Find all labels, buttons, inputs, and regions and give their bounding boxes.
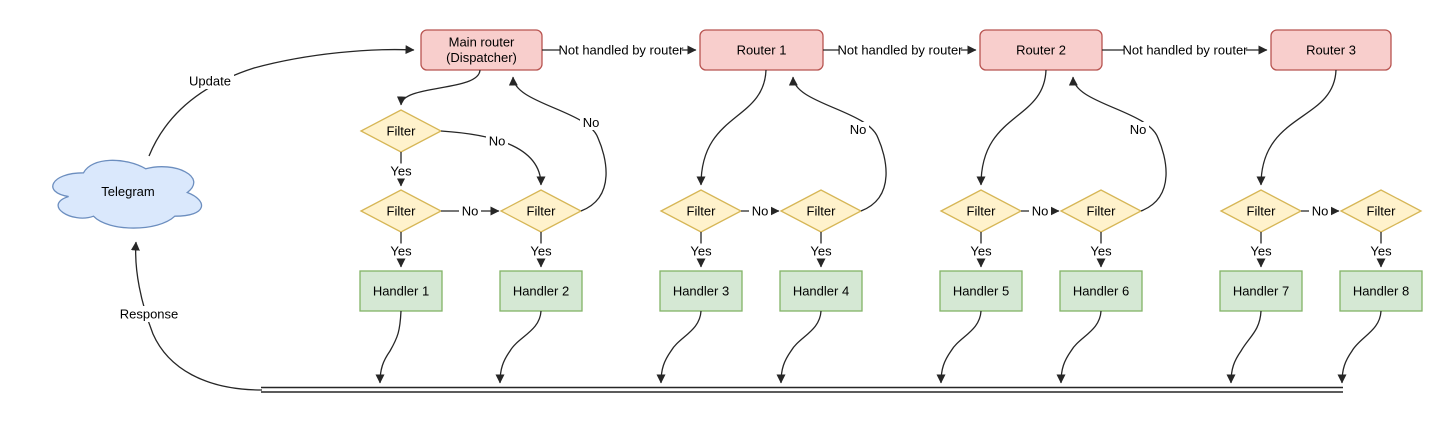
handler-7-label: Handler 7 <box>1233 284 1289 299</box>
filter-label: Filter <box>687 204 717 219</box>
handler-4-node <box>779 270 863 312</box>
filter-top-no-edge <box>440 130 546 186</box>
handler-1-node <box>359 270 443 312</box>
main-router-label-line2: (Dispatcher) <box>446 50 517 65</box>
router-1-label: Router 1 <box>737 43 787 58</box>
not-handled-label: Not handled by router <box>1122 43 1248 58</box>
telegram-cloud <box>52 159 203 229</box>
yes-label: Yes <box>390 164 412 179</box>
handler-8-drop-edge <box>1337 310 1382 384</box>
handler-1-drop-edge <box>375 310 402 384</box>
handler-5-label: Handler 5 <box>953 284 1009 299</box>
handler-3-label: Handler 3 <box>673 284 729 299</box>
yes-label: Yes <box>530 244 552 259</box>
labels: Telegram Main router (Dispatcher) Router… <box>101 35 1409 322</box>
dispatcher-to-filter-edge <box>396 69 481 106</box>
handler-3-node <box>659 270 743 312</box>
no-label: No <box>850 122 867 137</box>
no-label: No <box>583 115 600 130</box>
response-edge-label: Response <box>120 307 179 322</box>
telegram-cloud-label: Telegram <box>101 184 154 199</box>
handler-7-drop-edge <box>1226 310 1262 384</box>
handler-8-label: Handler 8 <box>1353 284 1409 299</box>
filter-label: Filter <box>387 124 417 139</box>
filter-label: Filter <box>1247 204 1277 219</box>
no-label: No <box>752 204 769 219</box>
handler-4-label: Handler 4 <box>793 284 849 299</box>
response-edge <box>130 241 263 391</box>
handler-2-node <box>499 270 583 312</box>
update-edge-label: Update <box>189 74 231 89</box>
filter-label: Filter <box>1087 204 1117 219</box>
yes-label: Yes <box>1250 244 1272 259</box>
handler-3-drop-edge <box>656 310 702 384</box>
no-label: No <box>1130 122 1147 137</box>
router-2-label: Router 2 <box>1016 43 1066 58</box>
filter-label: Filter <box>1367 204 1397 219</box>
not-handled-label: Not handled by router <box>558 43 684 58</box>
no-label: No <box>1032 204 1049 219</box>
filter-2-no-return-edge <box>508 76 607 212</box>
filter-label: Filter <box>387 204 417 219</box>
handler-2-label: Handler 2 <box>513 284 569 299</box>
not-handled-label: Not handled by router <box>837 43 963 58</box>
no-label: No <box>462 204 479 219</box>
no-label: No <box>1312 204 1329 219</box>
router-3-label: Router 3 <box>1306 43 1356 58</box>
filter-label: Filter <box>527 204 557 219</box>
handler-4-drop-edge <box>776 310 822 384</box>
router-1-to-filter-edge <box>696 69 767 186</box>
filter-label: Filter <box>807 204 837 219</box>
filter-6-no-return-edge <box>1068 76 1167 212</box>
yes-label: Yes <box>690 244 712 259</box>
handler-5-drop-edge <box>936 310 982 384</box>
filter-node-8 <box>1339 189 1423 233</box>
edge-label-backgrounds <box>118 42 1394 322</box>
no-label: No <box>489 134 506 149</box>
yes-label: Yes <box>390 244 412 259</box>
main-router-label-line1: Main router <box>449 35 515 50</box>
filter-label: Filter <box>967 204 997 219</box>
yes-label: Yes <box>810 244 832 259</box>
router-3-node <box>1270 29 1392 71</box>
handler-6-drop-edge <box>1056 310 1102 384</box>
yes-label: Yes <box>970 244 992 259</box>
router-2-to-filter-edge <box>976 69 1047 186</box>
update-edge <box>148 45 415 157</box>
yes-label: Yes <box>1090 244 1112 259</box>
handler-2-drop-edge <box>495 310 542 384</box>
filter-4-no-return-edge <box>788 76 887 212</box>
router-3-to-filter-edge <box>1256 69 1337 186</box>
handler-6-node <box>1059 270 1143 312</box>
handler-6-label: Handler 6 <box>1073 284 1129 299</box>
node-shapes <box>52 29 1423 312</box>
handler-1-label: Handler 1 <box>373 284 429 299</box>
yes-label: Yes <box>1370 244 1392 259</box>
handler-7-node <box>1219 270 1303 312</box>
edges <box>130 45 1386 393</box>
handler-8-node <box>1339 270 1423 312</box>
